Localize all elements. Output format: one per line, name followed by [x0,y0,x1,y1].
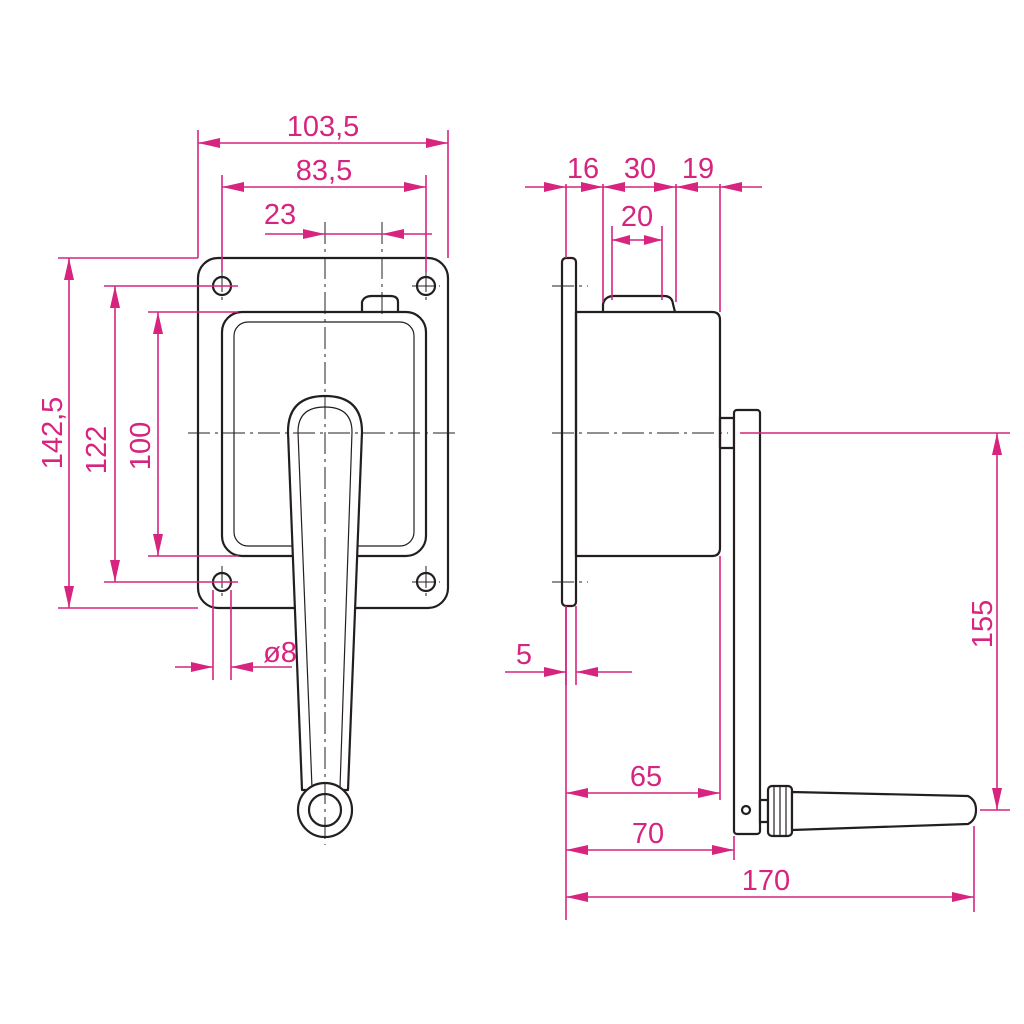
dim-hole-spacing-height: 122 [81,285,238,583]
side-mounting-plate [560,256,578,608]
dim-crank-radius: 155 [740,432,1010,811]
side-view: 16 30 19 20 5 [505,153,1010,920]
side-crank-arm [732,408,762,836]
dim-overall-length: 170 [566,826,975,912]
dim-housing-depth: 65 [565,556,721,920]
dim-hole-spacing-width-label: 83,5 [296,155,352,187]
dim-shaft-offset: 23 [264,199,432,239]
dim-housing-depth-label: 65 [630,761,662,793]
dim-crank-radius-label: 155 [967,600,999,648]
dim-hole-diameter-label: ø8 [263,637,297,669]
dim-shaft-offset-label: 23 [264,199,296,231]
dim-to-crank-arm-label: 70 [632,818,664,850]
dim-housing-height-label: 100 [125,422,157,470]
dim-hole-spacing-height-label: 122 [81,426,113,474]
dim-boss-width-label: 20 [621,201,653,233]
dim-plate-height: 142,5 [37,257,198,609]
dim-overall-length-label: 170 [742,865,790,897]
dim-to-crank-arm: 70 [566,818,735,860]
dim-top-chain: 16 30 19 [525,153,762,312]
dim-boss-width: 20 [611,201,663,300]
dim-top-c-label: 19 [682,153,714,185]
shaft-boss [360,294,400,314]
dim-plate-thickness-label: 5 [516,639,532,671]
dim-hole-diameter: ø8 [175,590,297,680]
side-shaft-boss [601,294,677,314]
dim-housing-height: 100 [125,311,238,557]
dim-plate-width-label: 103,5 [287,111,360,143]
dim-hole-spacing-width: 83,5 [221,155,427,272]
side-crank-handle [758,784,978,838]
dim-top-a-label: 16 [567,153,599,185]
dim-plate-width: 103,5 [197,111,449,258]
front-view: 103,5 83,5 23 142,5 [37,111,456,845]
side-gear-housing [574,310,722,558]
dim-top-b-label: 30 [624,153,656,185]
dim-plate-height-label: 142,5 [37,397,69,470]
dim-plate-thickness: 5 [505,606,632,685]
